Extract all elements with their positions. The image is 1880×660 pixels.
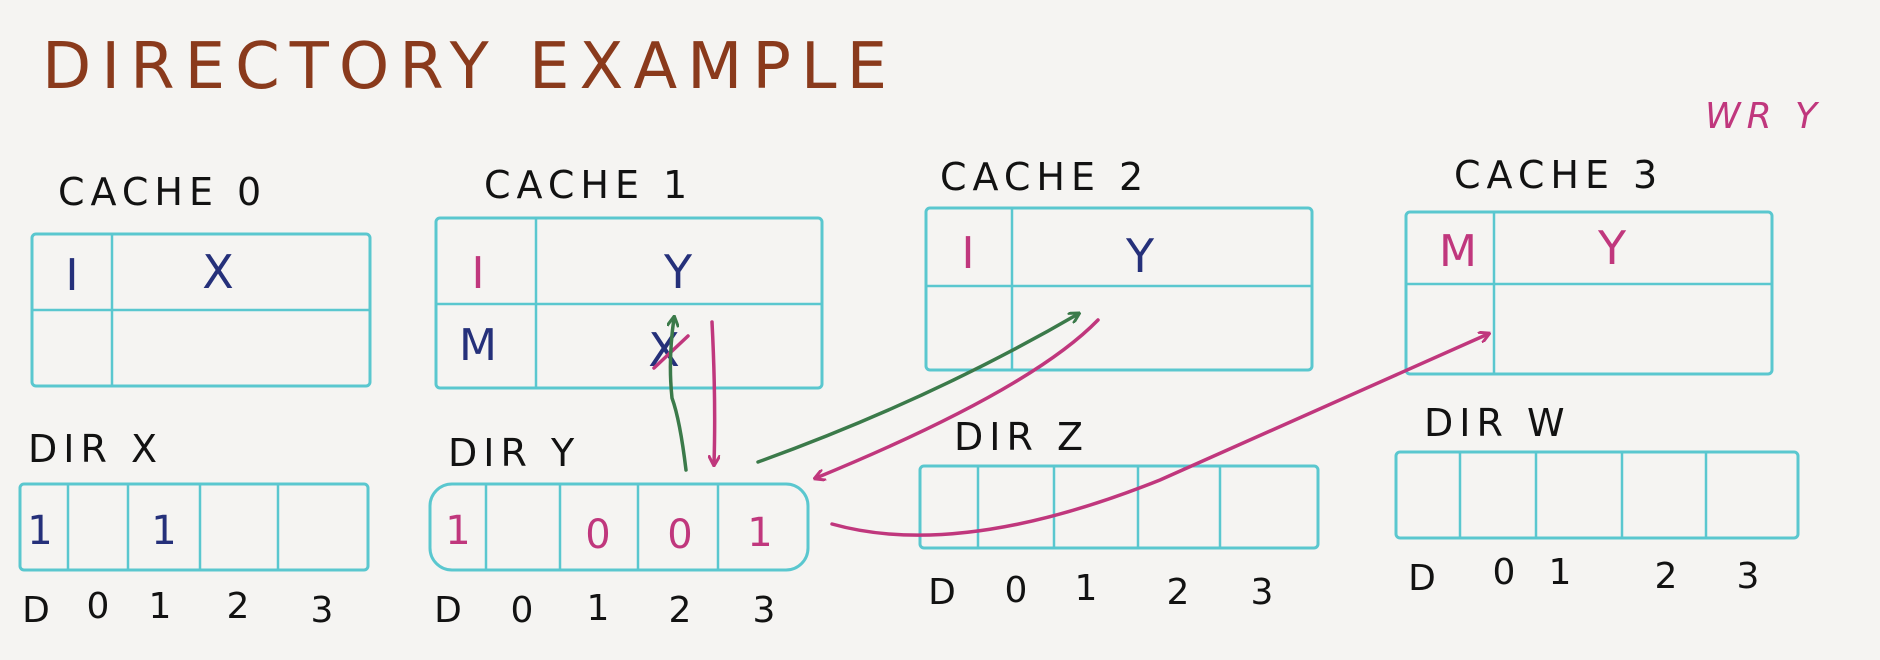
writeback-arrow — [670, 318, 688, 472]
directory-z-axis-0: 0 — [1005, 570, 1028, 611]
cache-2: CACHE 2 I Y — [924, 155, 1314, 372]
directory-y-axis-d: D — [434, 590, 462, 631]
directory-w-label: DIR W — [1424, 401, 1571, 445]
directory-x-axis-3: 3 — [311, 590, 334, 631]
directory-w-axis-3: 3 — [1737, 556, 1760, 597]
directory-x-axis-d: D — [22, 590, 50, 631]
directory-w: DIR W D 0 1 2 3 — [1394, 401, 1800, 599]
cache-3-row-0-tag: Y — [1597, 221, 1627, 275]
ack-arrow-cache-2 — [816, 318, 1100, 478]
cache-0-row-0-state: I — [66, 250, 79, 301]
cache-3-box — [1404, 210, 1774, 376]
directory-z-axis-d: D — [928, 572, 956, 613]
directory-w-axis-d: D — [1408, 558, 1436, 599]
invalidate-arrow-cache-2 — [756, 314, 1078, 464]
directory-x-label: DIR X — [28, 427, 163, 471]
cache-1-label: CACHE 1 — [484, 163, 693, 207]
cache-3-label: CACHE 3 — [1454, 153, 1663, 197]
directory-z-axis-3: 3 — [1251, 572, 1274, 613]
directory-w-axis-2: 2 — [1655, 556, 1678, 597]
directory-y-axis-2: 2 — [669, 590, 692, 631]
directory-y-axis-3: 3 — [753, 590, 776, 631]
cache-0: CACHE 0 I X — [30, 170, 372, 388]
directory-x-bit-d: 1 — [27, 508, 52, 554]
directory-z-box — [918, 464, 1320, 550]
directory-w-box — [1394, 450, 1800, 540]
directory-z-axis-1: 1 — [1075, 568, 1098, 609]
directory-x-axis-0: 0 — [87, 586, 110, 627]
directory-x-axis-2: 2 — [227, 586, 250, 627]
cache-1-row-0-tag: Y — [663, 245, 693, 299]
directory-x-box — [18, 482, 370, 572]
cache-1-row-0-state: I — [472, 248, 485, 299]
directory-y-bit-1: 0 — [585, 512, 610, 558]
cache-0-row-0-tag: X — [202, 245, 234, 299]
invalidate-arrow-cache-3 — [830, 334, 1488, 537]
directory-y-bit-2: 0 — [667, 512, 692, 558]
directory-y-axis-0: 0 — [511, 590, 534, 631]
directory-y-axis-1: 1 — [587, 588, 610, 629]
directory-w-axis-1: 1 — [1549, 552, 1572, 593]
cache-2-row-0-tag: Y — [1125, 229, 1155, 283]
cache-3-row-0-state: M — [1439, 226, 1477, 277]
cache-0-label: CACHE 0 — [58, 170, 267, 214]
operation-note: WR Y — [1705, 96, 1823, 137]
directory-x-axis-1: 1 — [149, 586, 172, 627]
cache-1: CACHE 1 I Y M X — [434, 163, 824, 390]
directory-z: DIR Z D 0 1 2 3 — [918, 415, 1320, 613]
cache-3: CACHE 3 M Y — [1404, 153, 1774, 376]
directory-y-bit-d: 1 — [445, 508, 470, 554]
directory-w-axis-0: 0 — [1493, 552, 1516, 593]
directory-x: DIR X 1 1 D 0 1 2 3 — [18, 427, 370, 631]
directory-y-box — [428, 482, 810, 572]
diagram-title: DIRECTORY EXAMPLE — [42, 30, 897, 104]
directory-y-label: DIR Y — [448, 431, 580, 475]
cache-2-box — [924, 206, 1314, 372]
directory-x-bit-1: 1 — [151, 508, 176, 554]
cache-1-row-1-state: M — [459, 320, 497, 371]
request-arrow — [712, 320, 715, 464]
cache-2-label: CACHE 2 — [940, 155, 1149, 199]
directory-z-axis-2: 2 — [1167, 572, 1190, 613]
cache-2-row-0-state: I — [962, 228, 975, 279]
directory-z-label: DIR Z — [954, 415, 1089, 459]
directory-y: DIR Y 1 0 0 1 D 0 1 2 3 — [428, 431, 810, 631]
directory-y-bit-3: 1 — [747, 510, 772, 556]
